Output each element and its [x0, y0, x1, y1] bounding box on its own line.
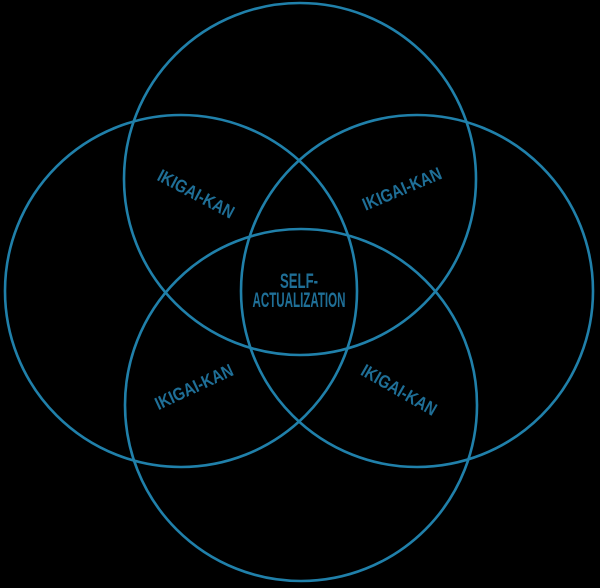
circle-left: [3, 113, 359, 469]
overlap-label-top-left: IKIGAI-KAN: [154, 165, 238, 222]
circle-bottom: [123, 227, 479, 583]
overlap-label-top-right: IKIGAI-KAN: [359, 163, 444, 214]
circle-right: [239, 113, 595, 469]
circle-top: [122, 1, 478, 357]
center-label-line2: ACTUALIZATION: [253, 289, 346, 312]
overlap-label-bottom-right: IKIGAI-KAN: [358, 360, 441, 419]
center-label-line1: SELF-: [280, 270, 318, 293]
overlap-label-bottom-left: IKIGAI-KAN: [152, 360, 237, 414]
